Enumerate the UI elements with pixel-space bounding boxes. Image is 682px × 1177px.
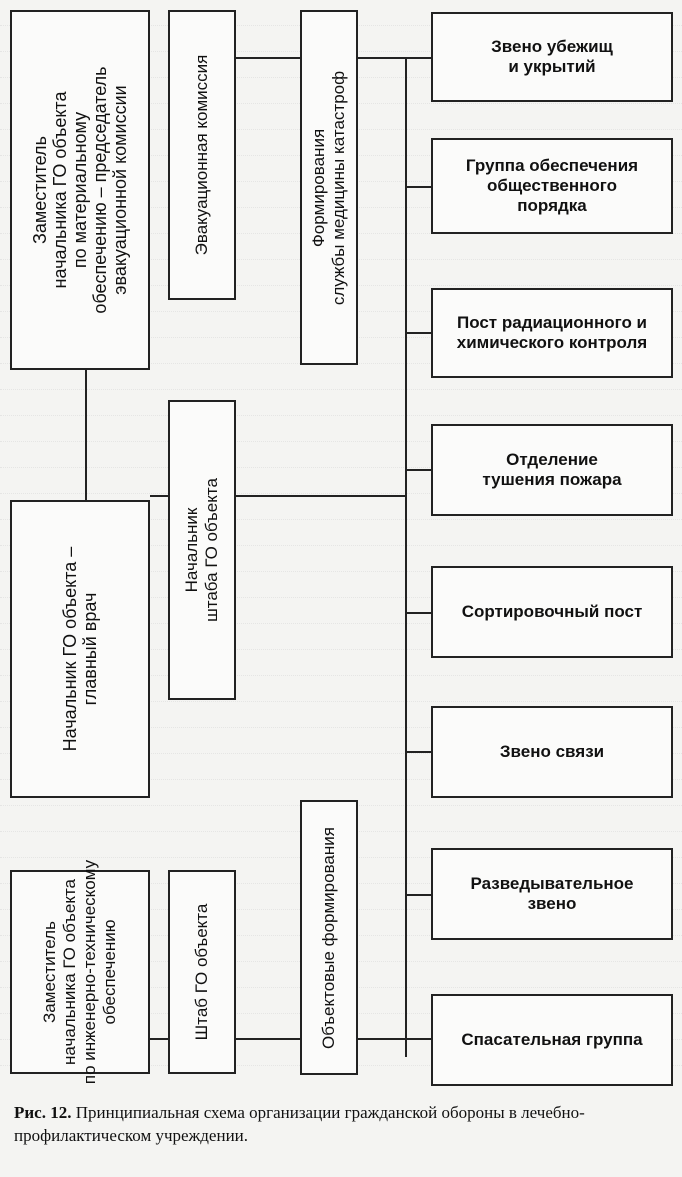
- chief-go-label: Начальник ГО объекта – главный врач: [60, 546, 100, 752]
- branch-radiation: [405, 332, 431, 334]
- branch-recon: [405, 894, 431, 896]
- branch-fire: [405, 469, 431, 471]
- public-order-label: Группа обеспечения общественного порядка: [465, 156, 639, 215]
- disaster-medicine-box: Формирования службы медицины катастроф: [300, 10, 358, 365]
- deputy-engineering-box: Заместитель начальника ГО объекта по инж…: [10, 860, 150, 1084]
- sorting-post-box: Сортировочный пост: [431, 566, 673, 658]
- texture-line: [0, 702, 682, 728]
- texture-line: [0, 676, 682, 702]
- texture-line: [0, 624, 682, 650]
- public-order-box: Группа обеспечения общественного порядка: [431, 138, 673, 234]
- texture-line: [0, 650, 682, 676]
- caption-text: Принципиальная схема организации граждан…: [14, 1103, 585, 1145]
- left-column-spine: [85, 370, 87, 500]
- texture-line: [0, 754, 682, 780]
- texture-line: [0, 546, 682, 572]
- object-formations-label: Объектовые формирования: [319, 826, 338, 1049]
- shelters-box: Звено убежищ и укрытий: [431, 12, 673, 102]
- recon-unit-label: Разведывательное звено: [470, 874, 634, 913]
- texture-line: [0, 494, 682, 520]
- figure-caption: Рис. 12. Принципиальная схема организаци…: [14, 1101, 674, 1147]
- deputy-material-label: Заместитель начальника ГО объекта по мат…: [30, 66, 130, 314]
- sorting-post-label: Сортировочный пост: [461, 602, 643, 621]
- branch-sorting: [405, 612, 431, 614]
- caption-label: Рис. 12.: [14, 1103, 72, 1122]
- top-bar-line: [185, 57, 407, 59]
- branch-comm: [405, 751, 431, 753]
- rescue-group-box: Спасательная группа: [431, 994, 673, 1086]
- chief-go-box: Начальник ГО объекта – главный врач: [10, 500, 150, 798]
- deputy-eng-link: [150, 1038, 168, 1040]
- chief-to-staff-line: [150, 495, 168, 497]
- fire-unit-label: Отделение тушения пожара: [482, 450, 622, 489]
- texture-line: [0, 572, 682, 598]
- texture-line: [0, 728, 682, 754]
- texture-line: [0, 520, 682, 546]
- chief-staff-box: Начальник штаба ГО объекта: [168, 400, 236, 700]
- texture-line: [0, 598, 682, 624]
- rescue-group-label: Спасательная группа: [461, 1030, 643, 1049]
- chief-staff-label: Начальник штаба ГО объекта: [182, 478, 221, 622]
- staff-go-label: Штаб ГО объекта: [192, 903, 211, 1041]
- radiation-post-label: Пост радиационного и химического контрол…: [456, 313, 648, 352]
- branch-rescue: [405, 1038, 431, 1040]
- comm-unit-box: Звено связи: [431, 706, 673, 798]
- staffgo-link: [236, 1038, 300, 1040]
- radiation-post-box: Пост радиационного и химического контрол…: [431, 288, 673, 378]
- disaster-medicine-label: Формирования службы медицины катастроф: [309, 70, 348, 305]
- texture-line: [0, 468, 682, 494]
- shelters-label: Звено убежищ и укрытий: [491, 37, 613, 76]
- middle-bottom-link: [358, 1038, 406, 1040]
- comm-unit-label: Звено связи: [499, 742, 605, 761]
- staff-go-box: Штаб ГО объекта: [168, 870, 236, 1074]
- evac-commission-box: Эвакуационная комиссия: [168, 10, 236, 300]
- staff-to-spine-line: [236, 495, 406, 497]
- object-formations-box: Объектовые формирования: [300, 800, 358, 1075]
- branch-shelters: [405, 57, 431, 59]
- texture-line: [0, 442, 682, 468]
- fire-unit-box: Отделение тушения пожара: [431, 424, 673, 516]
- texture-line: [0, 364, 682, 390]
- evac-commission-label: Эвакуационная комиссия: [192, 54, 211, 256]
- texture-line: [0, 390, 682, 416]
- spine-line: [405, 57, 407, 1057]
- recon-unit-box: Разведывательное звено: [431, 848, 673, 940]
- deputy-material-box: Заместитель начальника ГО объекта по мат…: [10, 10, 150, 370]
- branch-public-order: [405, 186, 431, 188]
- texture-line: [0, 416, 682, 442]
- deputy-engineering-label: Заместитель начальника ГО объекта по инж…: [40, 859, 119, 1085]
